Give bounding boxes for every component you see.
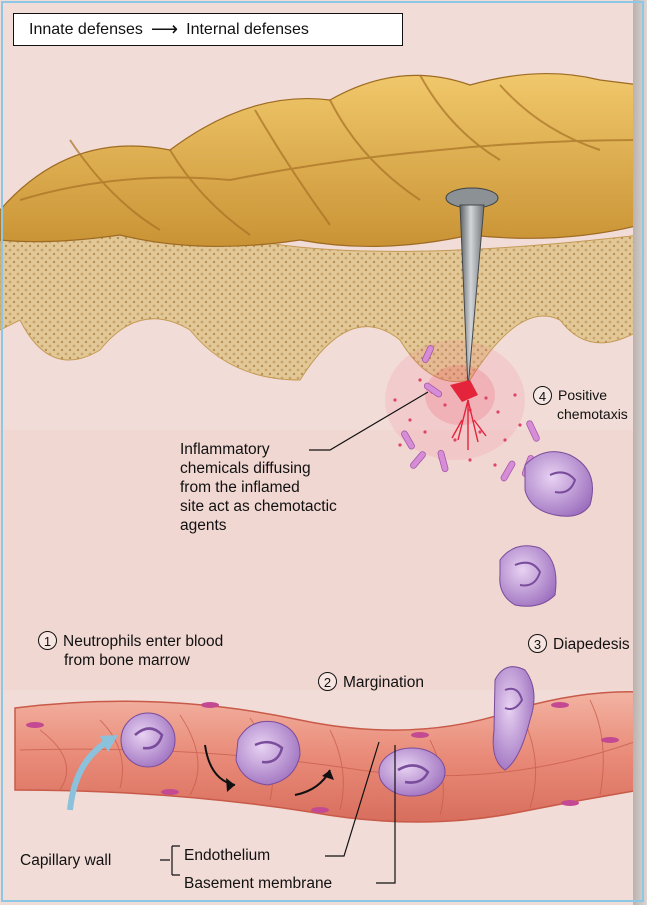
label-basement-membrane: Basement membrane [184,874,332,893]
label-endothelium: Endothelium [184,846,270,865]
step-1-number: 1 [38,631,57,650]
step-3-text: Diapedesis [553,636,630,653]
neutrophil-margination [379,748,445,796]
step-4-line-1: Positive [558,387,607,403]
label-step-3: 3 Diapedesis [528,635,630,654]
label-capillary-wall: Capillary wall [20,851,111,870]
header-to: Internal defenses [186,21,309,39]
step-1-line-1: Neutrophils enter blood [63,633,223,650]
step-2-text: Margination [343,674,424,691]
inflammatory-line-4: site act as chemotactic [180,497,337,516]
inflammatory-line-3: from the inflamed [180,478,337,497]
step-3-number: 3 [528,634,547,653]
label-step-4: 4 Positive chemotaxis [533,387,628,423]
label-inflammatory-chemicals: Inflammatory chemicals diffusing from th… [180,440,337,535]
header-box: Innate defenses ⟶ Internal defenses [13,13,403,46]
right-arrow-icon: ⟶ [151,20,178,39]
inflammatory-line-5: agents [180,516,337,535]
step-2-number: 2 [318,672,337,691]
label-step-2: 2 Margination [318,673,424,692]
header-from: Innate defenses [29,21,143,39]
inflammatory-line-2: chemicals diffusing [180,459,337,478]
step-4-number: 4 [533,386,552,405]
step-1-line-2: from bone marrow [38,651,223,670]
neutrophil-migrating [500,546,556,607]
step-4-line-2: chemotaxis [533,406,628,423]
page-edge [633,0,647,905]
neutrophil-in-blood [121,713,175,767]
inflammatory-line-1: Inflammatory [180,440,337,459]
label-step-1: 1 Neutrophils enter blood from bone marro… [38,632,223,670]
